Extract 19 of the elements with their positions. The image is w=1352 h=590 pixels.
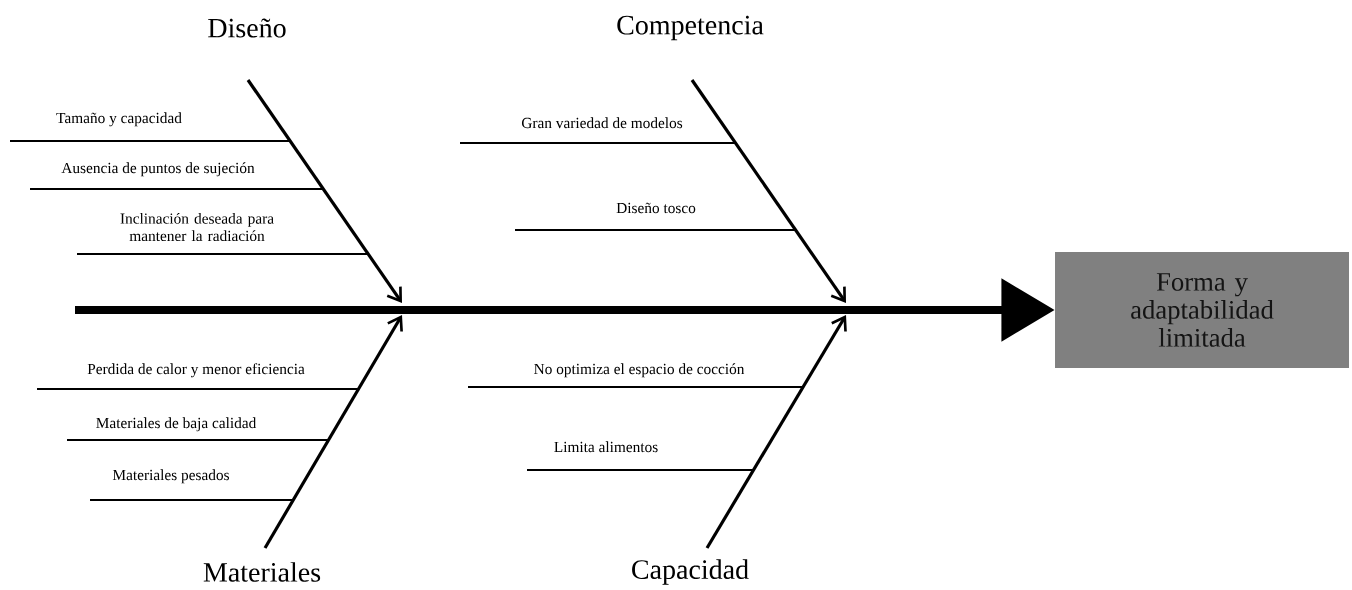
cause-branch: Tamaño y capacidad: [10, 112, 290, 143]
cause-branch: No optimiza el espacio de cocción: [468, 363, 803, 389]
effect-box: Forma y adaptabilidad limitada: [1055, 252, 1349, 368]
bone-arrow: [705, 315, 847, 549]
cause-branch: Inclinación deseada para mantener la radiación: [77, 212, 368, 256]
cause-branch: Limita alimentos: [527, 441, 754, 472]
cause-branch: Perdida de calor y menor eficiencia: [37, 363, 358, 391]
category-label: Diseño: [208, 18, 286, 38]
cause-branch: Ausencia de puntos de sujeción: [30, 162, 323, 191]
category-label: Capacidad: [632, 559, 749, 585]
bone-arrow: [263, 315, 403, 549]
category-label: Competencia: [617, 15, 764, 41]
cause-branch: Materiales de baja calidad: [67, 417, 328, 442]
cause-branch: Diseño tosco: [515, 202, 796, 232]
bone-arrow: [690, 79, 846, 303]
cause-branch: Materiales pesados: [90, 469, 293, 502]
cause-branch: Gran variedad de modelos: [460, 117, 735, 145]
bone-arrow: [246, 79, 402, 303]
category-label: Materiales: [203, 562, 321, 582]
